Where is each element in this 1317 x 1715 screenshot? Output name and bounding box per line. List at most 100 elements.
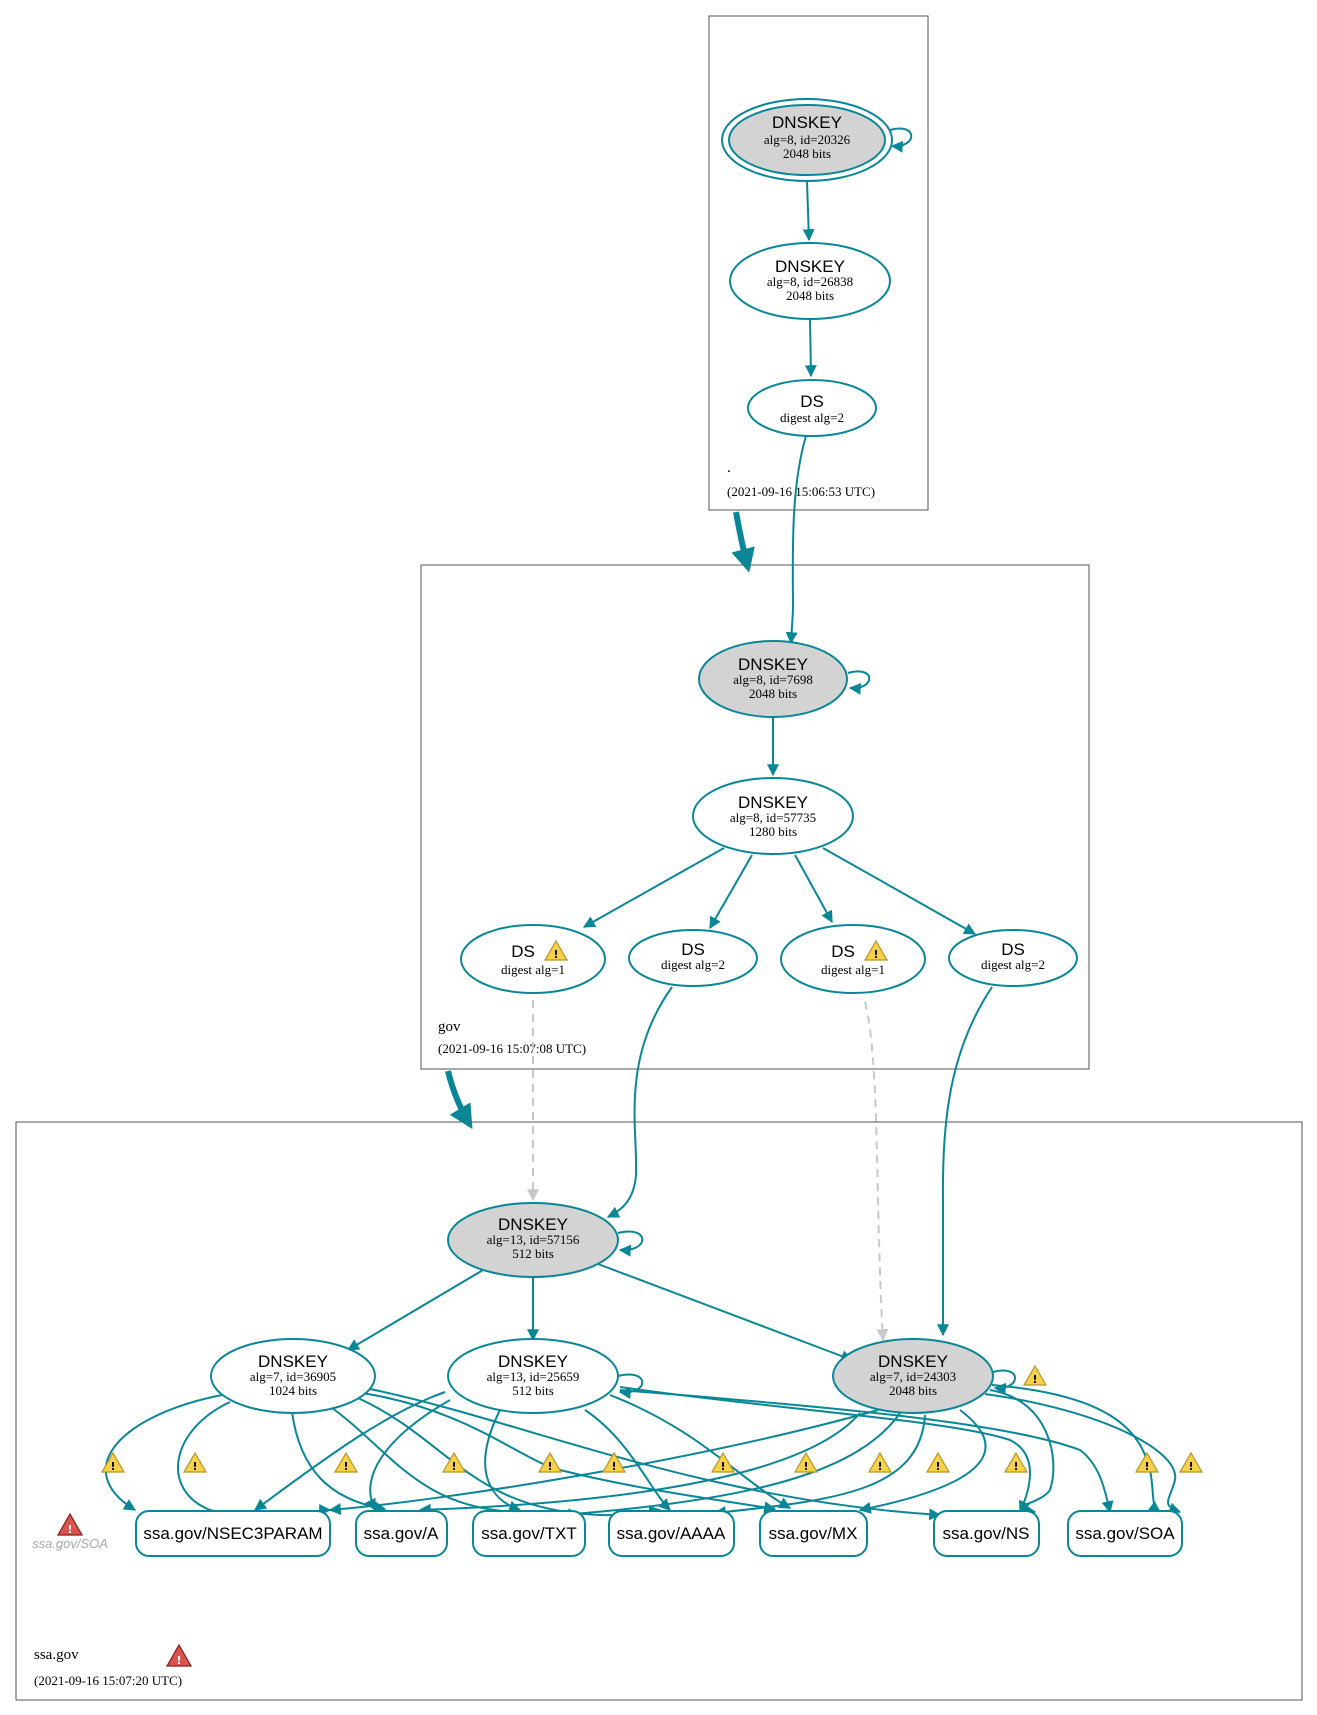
node-ssa-dnskey-25659[interactable]: DNSKEY alg=13, id=25659 512 bits [447, 1338, 619, 1414]
edge-gov-ds4-ssa-k3 [937, 986, 993, 1337]
node-gov-ds-1[interactable]: DS digest alg=1 ! [460, 924, 606, 994]
rrset-mx[interactable]: ssa.gov/MX [759, 1510, 868, 1557]
node-gov-ds-4-detail: digest alg=2 [981, 957, 1045, 972]
zone-ssa-timestamp: (2021-09-16 15:07:20 UTC) [34, 1673, 182, 1688]
rrset-mx-box [759, 1510, 868, 1557]
node-ssa-dnskey-25659-title: DNSKEY [498, 1352, 568, 1371]
node-root-dnskey-26838-detail: alg=8, id=26838 [767, 274, 853, 289]
node-gov-ds-1-shape [460, 924, 606, 994]
svg-text:!: ! [803, 1460, 808, 1473]
node-gov-ds-4[interactable]: DS digest alg=2 [948, 929, 1078, 987]
edge-root-zsk-ds [804, 317, 817, 378]
node-gov-ds-2[interactable]: DS digest alg=2 [628, 929, 758, 987]
node-ssa-dnskey-57156-bits: 512 bits [512, 1246, 554, 1261]
warning-icon: ! [537, 1451, 563, 1473]
delegation-arrow-gov-ssa [445, 1070, 473, 1130]
edge-ssa-ksk-k1 [346, 1269, 484, 1351]
node-gov-dnskey-7698-bits: 2048 bits [749, 686, 797, 701]
node-root-dnskey-26838-bits: 2048 bits [786, 288, 834, 303]
node-root-dnskey-20326[interactable]: DNSKEY alg=8, id=20326 2048 bits [721, 98, 893, 182]
node-ssa-dnskey-24303-bits: 2048 bits [889, 1383, 937, 1398]
node-ssa-dnskey-36905-shape [210, 1338, 376, 1414]
rrset-ns-box [933, 1510, 1040, 1557]
zone-gov-timestamp: (2021-09-16 15:07:08 UTC) [438, 1041, 586, 1056]
edge-k2-aaaa [584, 1409, 671, 1511]
warning-icon: ! [441, 1451, 467, 1473]
node-gov-dnskey-57735-bits: 1280 bits [749, 824, 797, 839]
rrset-aaaa[interactable]: ssa.gov/AAAA [608, 1510, 735, 1557]
node-ssa-dnskey-36905[interactable]: DNSKEY alg=7, id=36905 1024 bits [210, 1338, 376, 1414]
node-gov-ds-4-shape [948, 929, 1078, 987]
edge-k3-nsec3param [328, 1409, 879, 1516]
rrset-txt[interactable]: ssa.gov/TXT [472, 1510, 586, 1557]
edge-k3-soa-b [984, 1393, 1182, 1515]
edge-k2-txt [484, 1409, 522, 1513]
edge-ssa-k3-self [992, 1369, 1016, 1395]
rrset-soa-box [1067, 1510, 1183, 1557]
node-gov-dnskey-57735-shape [692, 777, 854, 855]
rrset-soa-label: ssa.gov/SOA [1075, 1524, 1175, 1543]
svg-text:!: ! [110, 1460, 115, 1473]
node-root-dnskey-26838-shape [729, 242, 891, 320]
edge-root-ksk-self [889, 127, 913, 153]
rrset-txt-label: ssa.gov/TXT [481, 1524, 576, 1543]
node-ssa-dnskey-24303[interactable]: DNSKEY alg=7, id=24303 2048 bits [832, 1338, 994, 1414]
rrset-nsec3param[interactable]: ssa.gov/NSEC3PARAM [135, 1510, 331, 1557]
node-gov-ds-2-detail: digest alg=2 [661, 957, 725, 972]
warning-icon: ! [182, 1451, 208, 1473]
edge-k3-txt [558, 1412, 901, 1521]
warning-icon: ! [1178, 1451, 1204, 1473]
edge-k2-ns [619, 1386, 1031, 1514]
node-root-dnskey-20326-detail: alg=8, id=20326 [764, 132, 851, 147]
svg-text:!: ! [176, 1654, 181, 1667]
svg-text:!: ! [67, 1523, 72, 1536]
node-gov-dnskey-57735[interactable]: DNSKEY alg=8, id=57735 1280 bits [692, 777, 854, 855]
node-root-ds-title: DS [800, 392, 824, 411]
node-gov-dnskey-7698-detail: alg=8, id=7698 [733, 672, 813, 687]
edge-k2-nsec3param [254, 1391, 446, 1511]
node-ssa-dnskey-57156-title: DNSKEY [498, 1215, 568, 1234]
rrset-aaaa-label: ssa.gov/AAAA [617, 1524, 726, 1543]
rrset-mx-label: ssa.gov/MX [769, 1524, 858, 1543]
node-gov-ds-1-detail: digest alg=1 [501, 962, 565, 977]
rrset-ns-label: ssa.gov/NS [943, 1524, 1030, 1543]
missing-rrset-soa[interactable]: ! ssa.gov/SOA [32, 1512, 108, 1551]
edge-root-ds-gov-ksk [785, 435, 807, 645]
node-root-dnskey-26838[interactable]: DNSKEY alg=8, id=26838 2048 bits [729, 242, 891, 320]
zone-gov-name: gov [438, 1019, 461, 1035]
rrset-soa[interactable]: ssa.gov/SOA [1067, 1510, 1183, 1557]
edge-k1-ns [369, 1388, 942, 1521]
svg-text:!: ! [343, 1460, 348, 1473]
node-root-ds-detail: digest alg=2 [780, 410, 844, 425]
rrset-ns[interactable]: ssa.gov/NS [933, 1510, 1040, 1557]
node-root-dnskey-20326-bits: 2048 bits [783, 146, 831, 161]
node-gov-ds-3[interactable]: DS digest alg=1 ! [780, 924, 926, 994]
node-gov-ds-4-title: DS [1001, 940, 1025, 959]
zone-ssa-error-icon: ! [165, 1643, 193, 1667]
edge-k1-nsec3param [104, 1394, 223, 1511]
zone-root: . (2021-09-16 15:06:53 UTC) [708, 15, 929, 511]
edge-k3-mx [858, 1409, 987, 1514]
node-gov-ds-1-title: DS [511, 942, 535, 961]
rrset-a[interactable]: ssa.gov/A [355, 1510, 448, 1557]
edge-k2-soa [619, 1389, 1114, 1514]
node-root-dnskey-20326-shape [728, 104, 886, 176]
node-root-ds[interactable]: DS digest alg=2 [747, 379, 877, 437]
edge-gov-zsk-ds1 [582, 847, 725, 928]
warning-icon: ! [601, 1451, 627, 1473]
node-gov-dnskey-7698[interactable]: DNSKEY alg=8, id=7698 2048 bits [698, 640, 848, 718]
rrset-a-box [355, 1510, 448, 1557]
edge-gov-zsk-ds4 [822, 847, 977, 935]
node-ssa-dnskey-57156[interactable]: DNSKEY alg=13, id=57156 512 bits [447, 1202, 619, 1278]
warning-icon: ! [1134, 1451, 1160, 1473]
node-gov-dnskey-7698-shape [698, 640, 848, 718]
node-ssa-dnskey-25659-bits: 512 bits [512, 1383, 554, 1398]
edge-k3-ns [989, 1389, 1055, 1517]
node-gov-dnskey-7698-title: DNSKEY [738, 655, 808, 674]
rrset-nsec3param-label: ssa.gov/NSEC3PARAM [143, 1524, 322, 1543]
node-gov-ds-1-warning-icon: ! [543, 939, 569, 961]
zone-ssa-name: ssa.gov [34, 1647, 79, 1663]
node-ssa-dnskey-25659-detail: alg=13, id=25659 [487, 1369, 580, 1384]
edge-root-ksk-zsk [802, 181, 815, 242]
